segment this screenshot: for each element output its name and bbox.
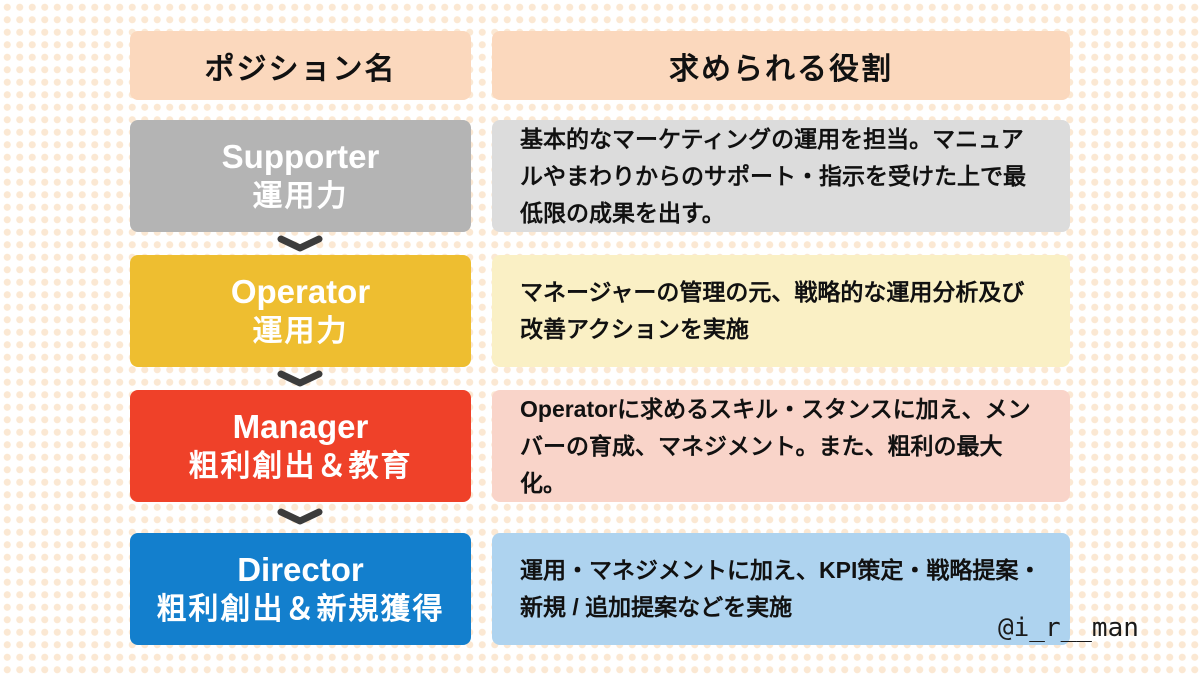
- role-description: 基本的なマーケティングの運用を担当。マニュアルやまわりからのサポート・指示を受け…: [520, 125, 1026, 226]
- role-box-director: 運用・マネジメントに加え、KPI策定・戦略提案・新規 / 追加提案などを実施: [492, 533, 1070, 645]
- header-role-label: 求められる役割: [669, 52, 893, 86]
- role-box-operator: マネージャーの管理の元、戦略的な運用分析及び改善アクションを実施: [492, 255, 1070, 367]
- chevron-down-icon: [277, 370, 323, 387]
- position-name-en: Director: [237, 551, 364, 589]
- role-box-supporter: 基本的なマーケティングの運用を担当。マニュアルやまわりからのサポート・指示を受け…: [492, 120, 1070, 232]
- header-position-name: ポジション名: [130, 31, 471, 100]
- position-skill-ja: 粗利創出＆新規獲得: [156, 592, 445, 626]
- position-box-manager: Manager 粗利創出＆教育: [130, 390, 471, 502]
- position-name-en: Operator: [230, 273, 371, 311]
- role-description: マネージャーの管理の元、戦略的な運用分析及び改善アクションを実施: [520, 279, 1025, 342]
- role-box-manager: Operatorに求めるスキル・スタンスに加え、メンバーの育成、マネジメント。ま…: [492, 390, 1070, 502]
- header-required-role: 求められる役割: [492, 31, 1070, 100]
- header-position-label: ポジション名: [204, 52, 397, 86]
- author-handle-watermark: @i_r__man: [998, 613, 1139, 643]
- position-name-en: Manager: [232, 408, 369, 446]
- position-name-en: Supporter: [221, 138, 380, 176]
- role-description: 運用・マネジメントに加え、KPI策定・戦略提案・新規 / 追加提案などを実施: [520, 557, 1042, 620]
- role-description: Operatorに求めるスキル・スタンスに加え、メンバーの育成、マネジメント。ま…: [520, 395, 1031, 496]
- position-skill-ja: 運用力: [252, 314, 349, 348]
- position-box-director: Director 粗利創出＆新規獲得: [130, 533, 471, 645]
- chevron-down-icon: [277, 235, 323, 252]
- chevron-down-icon: [277, 508, 323, 525]
- position-box-operator: Operator 運用力: [130, 255, 471, 367]
- position-skill-ja: 運用力: [252, 179, 349, 213]
- position-box-supporter: Supporter 運用力: [130, 120, 471, 232]
- position-skill-ja: 粗利創出＆教育: [188, 449, 413, 483]
